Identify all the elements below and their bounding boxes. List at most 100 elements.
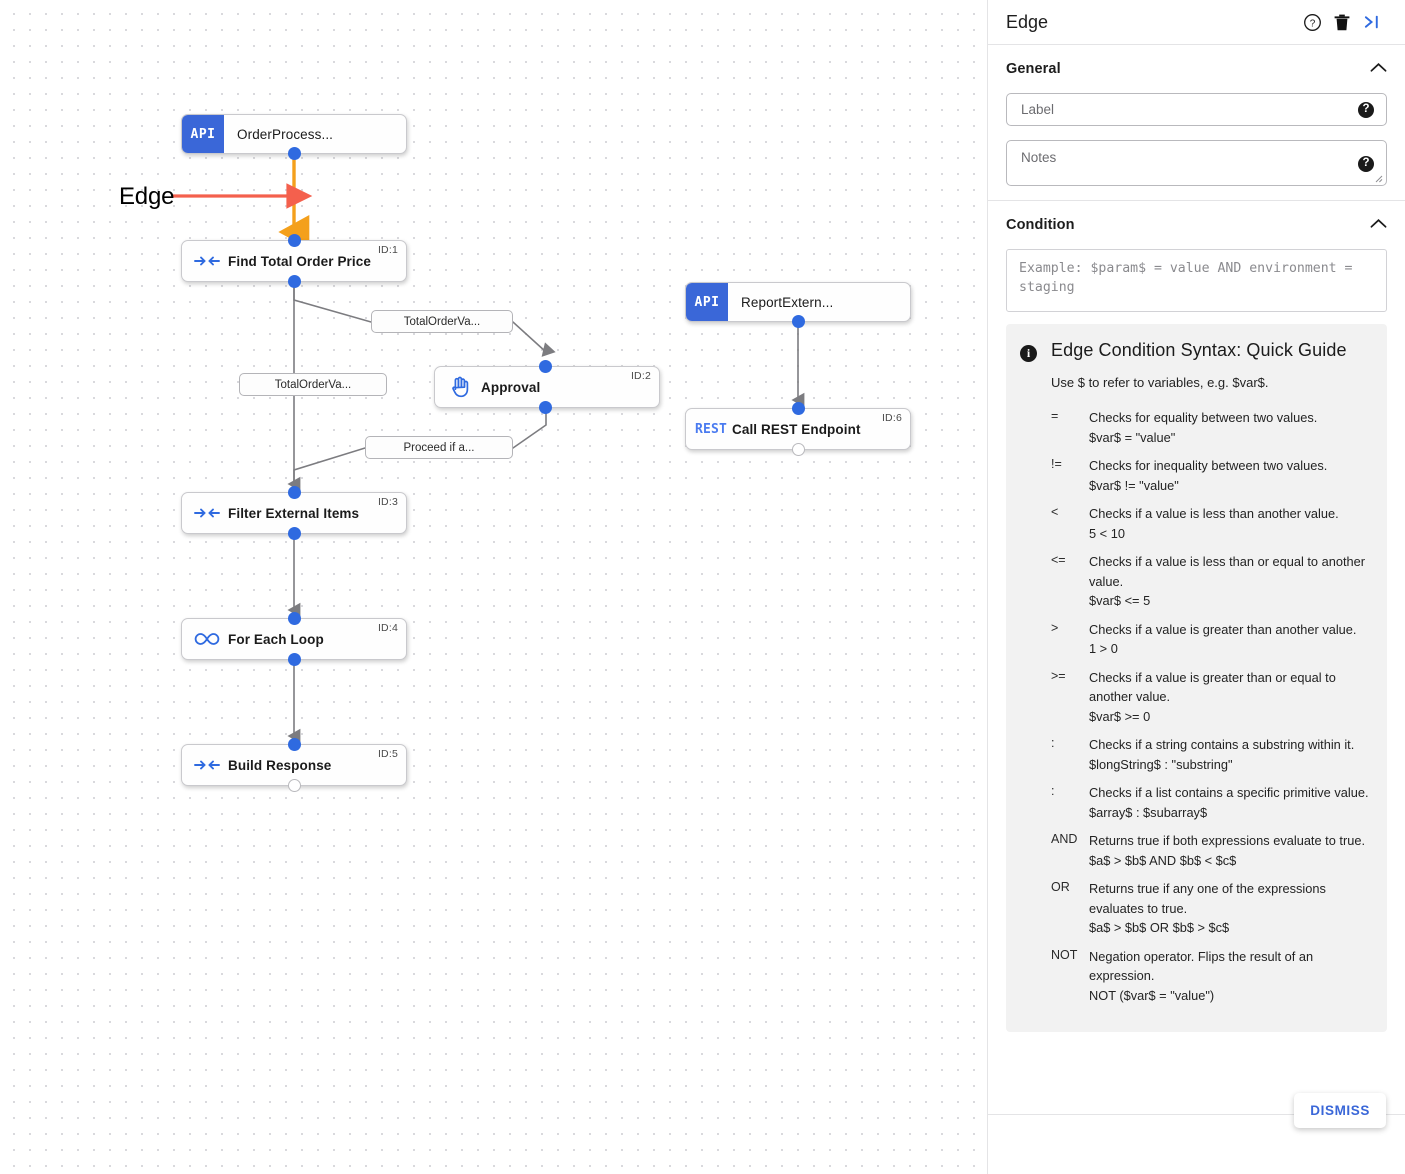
operator-description-text: Checks if a value is less than or equal … — [1089, 554, 1366, 589]
node-input-port[interactable] — [791, 402, 805, 415]
node-output-port[interactable] — [287, 653, 301, 666]
hand-icon — [439, 376, 481, 398]
node-orderprocess[interactable]: API OrderProcess... — [181, 114, 407, 160]
operator-description-text: Checks if a list contains a specific pri… — [1089, 785, 1369, 800]
section-general-title: General — [1006, 61, 1061, 77]
edge-properties-panel: Edge ? General Label — [987, 0, 1405, 1174]
section-general-header[interactable]: General — [1002, 45, 1391, 93]
section-condition-header[interactable]: Condition — [1002, 201, 1391, 249]
operator-example: 5 < 10 — [1089, 525, 1125, 541]
operator-list: =Checks for equality between two values.… — [1051, 408, 1369, 1005]
node-id-tag: ID:6 — [881, 412, 902, 424]
node-input-port[interactable] — [539, 360, 552, 373]
section-condition: Condition Example: $param$ = value AND e… — [988, 201, 1405, 1032]
operator-example: NOT ($var$ = "value") — [1089, 987, 1215, 1003]
node-for-each-loop[interactable]: For Each Loop ID:4 — [181, 612, 407, 666]
operator-description-text: Returns true if any one of the expressio… — [1089, 881, 1326, 916]
operator-description: Checks if a value is less than another v… — [1089, 504, 1369, 543]
svg-text:?: ? — [1309, 18, 1315, 29]
operator-description: Returns true if any one of the expressio… — [1089, 879, 1369, 938]
operator-example: $var$ >= 0 — [1089, 708, 1151, 724]
node-approval[interactable]: Approval ID:2 — [434, 360, 660, 414]
node-id-tag: ID:3 — [377, 496, 398, 508]
operator-description-text: Checks for inequality between two values… — [1089, 458, 1328, 473]
notes-help-icon[interactable]: ? — [1358, 156, 1374, 172]
node-output-port[interactable] — [791, 443, 805, 456]
notes-field-placeholder: Notes — [1021, 150, 1057, 165]
node-label: OrderProcess... — [237, 126, 334, 142]
node-output-port[interactable] — [287, 147, 301, 160]
edge-label[interactable]: TotalOrderVa... — [239, 373, 387, 396]
node-label: Approval — [481, 379, 541, 395]
panel-footer: DISMISS — [988, 1093, 1405, 1174]
edge-annotation-label: Edge — [119, 183, 175, 210]
operator-description: Checks if a value is greater than anothe… — [1089, 620, 1369, 659]
node-label: Filter External Items — [228, 505, 360, 521]
operator-example: $a$ > $b$ AND $b$ < $c$ — [1089, 852, 1237, 868]
guide-title: Edge Condition Syntax: Quick Guide — [1051, 340, 1347, 360]
label-field[interactable]: Label ? — [1006, 93, 1387, 126]
api-badge-icon: API — [182, 115, 224, 153]
operator-symbol: : — [1051, 736, 1055, 750]
edge-label[interactable]: TotalOrderVa... — [371, 310, 513, 333]
node-output-port[interactable] — [791, 315, 805, 328]
operator-description: Returns true if both expressions evaluat… — [1089, 831, 1369, 870]
node-output-port[interactable] — [539, 401, 552, 414]
operator-example: 1 > 0 — [1089, 641, 1118, 656]
edge-label[interactable]: Proceed if a... — [365, 436, 513, 459]
page-title: Edge — [1006, 11, 1049, 32]
condition-syntax-guide: i Edge Condition Syntax: Quick Guide Use… — [1006, 324, 1387, 1032]
compress-arrows-icon — [186, 253, 228, 269]
resize-grip-icon[interactable] — [1373, 173, 1383, 183]
node-input-port[interactable] — [287, 612, 301, 625]
operator-description: Checks if a string contains a substring … — [1089, 735, 1369, 774]
operator-symbol: >= — [1051, 668, 1066, 683]
dismiss-button[interactable]: DISMISS — [1294, 1093, 1386, 1128]
operator-description: Checks if a value is less than or equal … — [1089, 552, 1369, 611]
infinity-icon — [186, 632, 228, 646]
node-build-response[interactable]: Build Response ID:5 — [181, 738, 407, 792]
node-label: For Each Loop — [228, 631, 324, 647]
operator-row: =Checks for equality between two values.… — [1051, 408, 1369, 447]
operator-example: $a$ > $b$ OR $b$ > $c$ — [1089, 920, 1230, 935]
node-reportextern[interactable]: API ReportExtern... — [685, 282, 911, 328]
node-id-tag: ID:5 — [377, 748, 398, 760]
label-help-icon[interactable]: ? — [1358, 102, 1374, 118]
node-id-tag: ID:2 — [630, 370, 651, 382]
node-input-port[interactable] — [287, 486, 301, 499]
operator-symbol: NOT — [1051, 947, 1078, 962]
help-circle-icon[interactable]: ? — [1297, 7, 1327, 37]
workflow-canvas[interactable]: Edge API OrderProcess... Find Total Orde… — [0, 0, 987, 1174]
node-output-port[interactable] — [287, 275, 301, 288]
node-id-tag: ID:1 — [377, 244, 398, 256]
collapse-panel-icon[interactable] — [1357, 7, 1387, 37]
chevron-up-icon[interactable] — [1370, 216, 1387, 234]
section-condition-title: Condition — [1006, 217, 1075, 233]
node-output-port[interactable] — [287, 527, 301, 540]
edge-connections-layer — [172, 155, 805, 744]
chevron-up-icon[interactable] — [1370, 60, 1387, 78]
condition-input[interactable]: Example: $param$ = value AND environment… — [1006, 249, 1387, 312]
operator-symbol: <= — [1051, 553, 1066, 567]
node-output-port[interactable] — [287, 779, 301, 792]
node-input-port[interactable] — [287, 234, 301, 247]
rest-badge-icon: REST — [694, 421, 728, 437]
compress-arrows-icon — [186, 757, 228, 773]
node-filter-external-items[interactable]: Filter External Items ID:3 — [181, 486, 407, 540]
operator-symbol: != — [1051, 457, 1062, 471]
panel-header: Edge ? — [988, 0, 1405, 45]
node-input-port[interactable] — [287, 738, 301, 751]
node-find-total-order-price[interactable]: Find Total Order Price ID:1 — [181, 234, 407, 288]
operator-description-text: Checks if a string contains a substring … — [1089, 737, 1355, 752]
notes-field[interactable]: Notes ? — [1006, 140, 1387, 186]
trash-icon[interactable] — [1327, 7, 1357, 37]
guide-subtitle: Use $ to refer to variables, e.g. $var$. — [1051, 375, 1269, 390]
operator-description: Checks for equality between two values.$… — [1089, 408, 1369, 447]
operator-row: >=Checks if a value is greater than or e… — [1051, 668, 1369, 727]
panel-scroll-area[interactable]: General Label ? Notes ? — [988, 45, 1405, 1114]
node-call-rest-endpoint[interactable]: REST Call REST Endpoint ID:6 — [685, 402, 911, 456]
node-label: Find Total Order Price — [228, 253, 371, 269]
section-general: General Label ? Notes ? — [988, 45, 1405, 186]
